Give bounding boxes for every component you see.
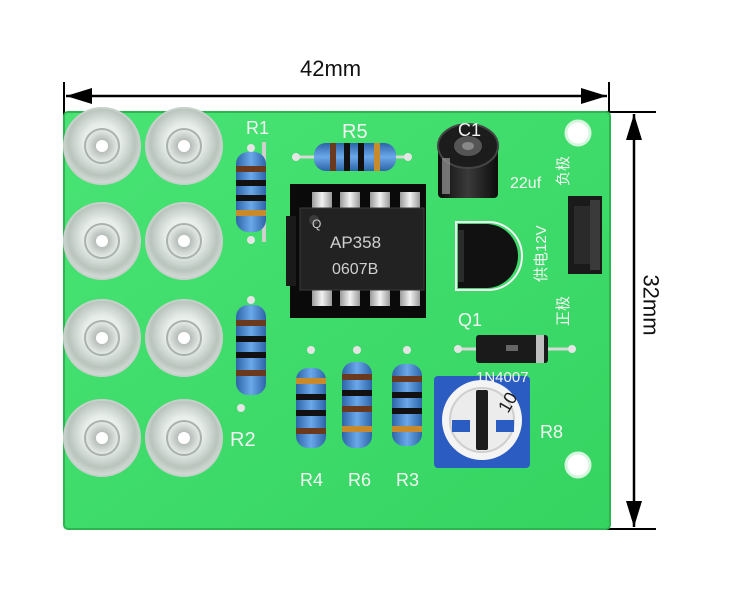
label-r4: R4 [300, 470, 323, 490]
resistor-r1 [236, 142, 266, 244]
label-r3: R3 [396, 470, 419, 490]
led [63, 107, 141, 185]
label-supply: 供电12V [533, 225, 550, 282]
mounting-hole-top [564, 119, 592, 147]
height-arrow-bottom [626, 501, 642, 527]
power-connector [568, 196, 602, 274]
ic-chip [286, 184, 426, 318]
led [63, 202, 141, 280]
label-r6: R6 [348, 470, 371, 490]
led [63, 399, 141, 477]
label-q1: Q1 [458, 310, 482, 330]
label-pos-pole: 正极 [555, 296, 572, 326]
chip-date-code: 0607B [332, 261, 378, 278]
mounting-hole-bottom [564, 451, 592, 479]
width-arrow-right [581, 88, 607, 104]
label-r1: R1 [246, 118, 269, 138]
height-arrow-top [626, 114, 642, 140]
resistor-r3 [392, 346, 422, 446]
led-array [63, 107, 223, 477]
silkscreen-labels: R1 R2 R3 R4 R5 R6 R8 Q1 C1 22uf 1N4007 供… [230, 118, 572, 490]
label-c1: C1 [458, 120, 481, 140]
capacitor-c1 [437, 123, 499, 198]
led [145, 202, 223, 280]
chip-part-number: AP358 [330, 233, 381, 252]
width-dimension-label: 42mm [300, 56, 362, 81]
led [145, 299, 223, 377]
resistor-r6 [342, 346, 372, 448]
diode-1n4007 [454, 335, 576, 363]
label-neg-pole: 负极 [555, 156, 572, 186]
potentiometer-r8 [434, 376, 530, 468]
label-cap-value: 22uf [510, 175, 542, 192]
resistor-r5 [292, 143, 412, 171]
label-r2: R2 [230, 429, 256, 451]
width-arrow-left [66, 88, 92, 104]
transistor-q1 [455, 221, 523, 291]
label-r8: R8 [540, 422, 563, 442]
resistor-r2 [236, 296, 266, 412]
chip-markings: Q AP358 0607B [312, 217, 381, 278]
label-r5: R5 [342, 121, 368, 143]
led [145, 399, 223, 477]
height-dimension-label: 32mm [638, 274, 664, 336]
led [145, 107, 223, 185]
chip-logo: Q [312, 217, 321, 231]
label-diode: 1N4007 [476, 369, 529, 386]
resistor-r4 [296, 346, 326, 448]
led [63, 299, 141, 377]
